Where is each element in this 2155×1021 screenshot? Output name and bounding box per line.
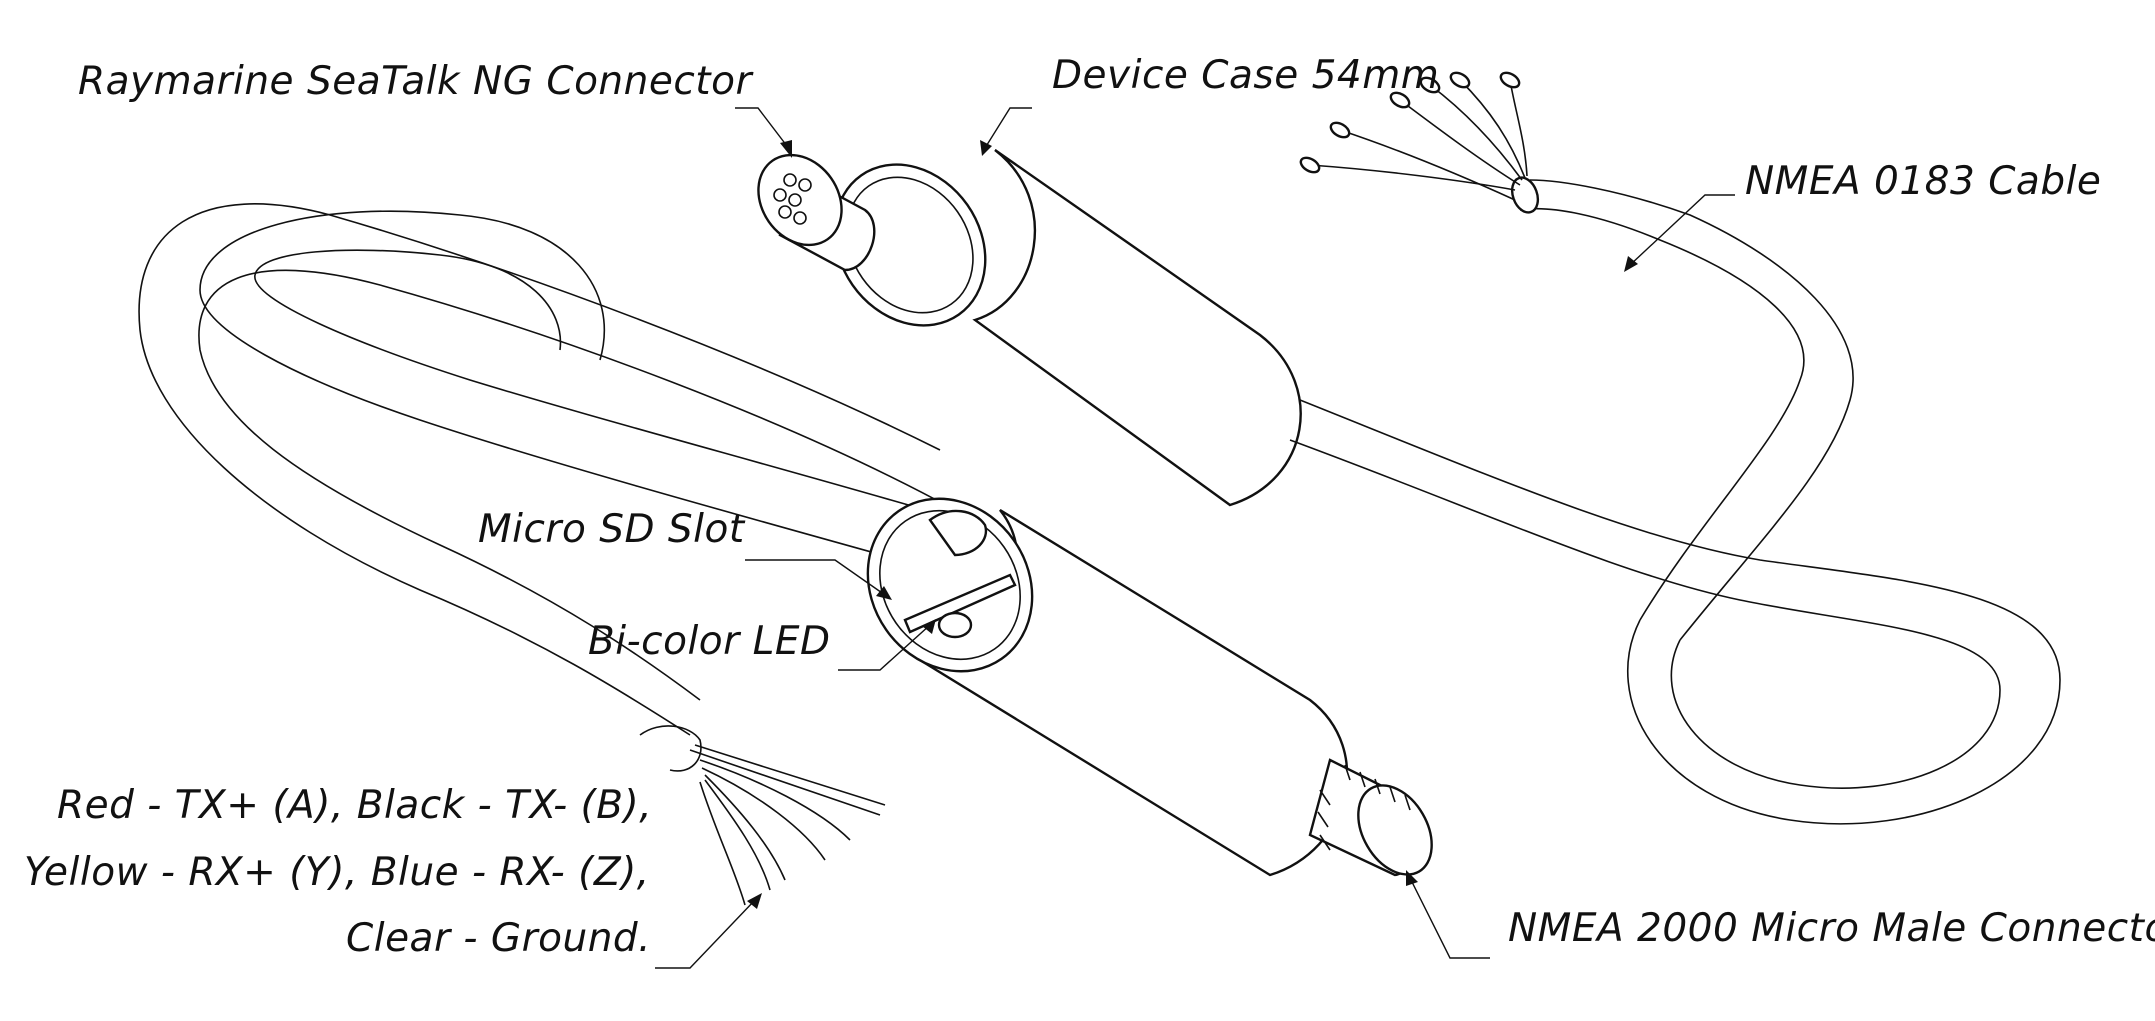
label-nmea0183-cable: NMEA 0183 Cable xyxy=(1745,159,2101,204)
device-case-upper xyxy=(833,149,1302,507)
left-cable-loop xyxy=(138,203,961,772)
right-cable-loop xyxy=(1289,176,2061,825)
device-body-lower xyxy=(866,497,1349,877)
label-wiring-line2: Yellow - RX+ (Y), Blue - RX- (Z), xyxy=(24,850,650,895)
nmea2000-connector-drawing xyxy=(1308,758,1433,877)
micro-sd-slot-drawing xyxy=(903,573,1017,634)
seatalk-ng-connector xyxy=(757,153,876,272)
label-bicolor-led: Bi-color LED xyxy=(588,619,831,664)
label-nmea2000-connector: NMEA 2000 Micro Male Connector xyxy=(1508,906,2155,951)
label-wiring-line1: Red - TX+ (A), Black - TX- (B), xyxy=(57,783,652,828)
label-device-case: Device Case 54mm xyxy=(1052,53,1439,98)
right-wire-fan xyxy=(1299,71,1528,201)
bicolor-led-drawing xyxy=(937,611,973,639)
leader-lines xyxy=(655,107,1735,969)
label-micro-sd-slot: Micro SD Slot xyxy=(478,507,746,552)
label-wiring-line3: Clear - Ground. xyxy=(346,916,651,961)
label-seatalk-connector: Raymarine SeaTalk NG Connector xyxy=(78,59,754,104)
left-wire-fan xyxy=(689,744,886,906)
